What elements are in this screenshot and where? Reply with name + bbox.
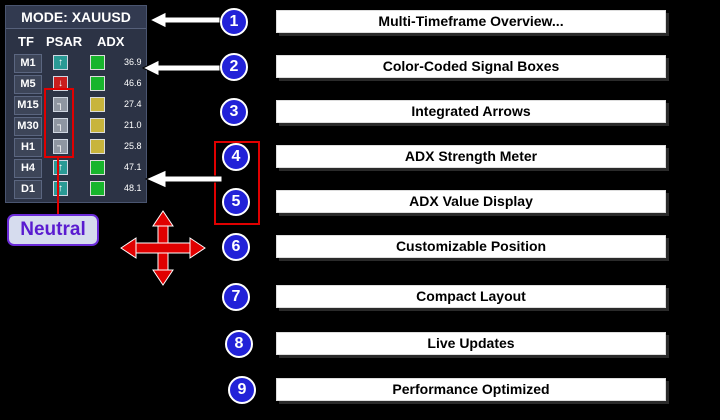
- arrow-to-adx-icon: [144, 169, 223, 189]
- feature-box-7: Compact Layout: [276, 285, 666, 308]
- tf-label: D1: [14, 180, 42, 199]
- number-badge-3: 3: [220, 98, 248, 126]
- number-badge-4: 4: [222, 143, 250, 171]
- feature-box-9: Performance Optimized: [276, 378, 666, 401]
- adx-weak-box: [90, 97, 105, 112]
- number-badge-6: 6: [222, 233, 250, 261]
- feature-box-8: Live Updates: [276, 332, 666, 355]
- adx-value: 48.1: [124, 183, 142, 193]
- adx-weak-box: [90, 118, 105, 133]
- tf-label: H4: [14, 159, 42, 178]
- number-badge-2: 2: [220, 53, 248, 81]
- adx-strong-box: [90, 160, 105, 175]
- adx-weak-box: [90, 139, 105, 154]
- arrow-to-mode-icon: [148, 11, 221, 29]
- feature-box-2: Color-Coded Signal Boxes: [276, 55, 666, 78]
- adx-value: 25.8: [124, 141, 142, 151]
- timeframe-row-m15: M15 ┐ 27.4: [6, 95, 146, 116]
- feature-box-3: Integrated Arrows: [276, 100, 666, 123]
- neutral-connector-line: [57, 158, 59, 214]
- timeframe-row-d1: D1 ↑ 48.1: [6, 179, 146, 200]
- adx-features-frame: [214, 141, 260, 225]
- adx-value: 47.1: [124, 162, 142, 172]
- number-badge-8: 8: [225, 330, 253, 358]
- adx-value: 36.9: [124, 57, 142, 67]
- tf-label: M15: [14, 96, 42, 115]
- feature-box-5: ADX Value Display: [276, 190, 666, 213]
- timeframe-row-h4: H4 ↑ 47.1: [6, 158, 146, 179]
- adx-value: 46.6: [124, 78, 142, 88]
- number-badge-1: 1: [220, 8, 248, 36]
- arrow-down-icon: ↓: [53, 76, 68, 91]
- feature-box-6: Customizable Position: [276, 235, 666, 258]
- adx-strong-box: [90, 55, 105, 70]
- feature-box-4: ADX Strength Meter: [276, 145, 666, 168]
- tf-label: H1: [14, 138, 42, 157]
- neutral-label: Neutral: [7, 214, 99, 246]
- tf-label: M1: [14, 54, 42, 73]
- column-tf: TF: [18, 34, 34, 49]
- column-headers: TF PSAR ADX: [6, 29, 146, 53]
- feature-box-1: Multi-Timeframe Overview...: [276, 10, 666, 33]
- timeframe-row-m5: M5 ↓ 46.6: [6, 74, 146, 95]
- arrow-up-icon: ↑: [53, 160, 68, 175]
- adx-value: 21.0: [124, 120, 142, 130]
- adx-strong-box: [90, 76, 105, 91]
- number-badge-5: 5: [222, 188, 250, 216]
- arrow-to-psar-icon: [141, 59, 221, 77]
- column-adx: ADX: [97, 34, 125, 49]
- neutral-icon: ┐: [53, 139, 68, 154]
- timeframe-row-m30: M30 ┐ 21.0: [6, 116, 146, 137]
- move-arrows-icon: [120, 210, 206, 286]
- neutral-icon: ┐: [53, 118, 68, 133]
- number-badge-9: 9: [228, 376, 256, 404]
- neutral-icon: ┐: [53, 97, 68, 112]
- arrow-up-icon: ↑: [53, 55, 68, 70]
- mode-title: MODE: XAUUSD: [6, 6, 146, 29]
- neutral-highlight-frame: [44, 88, 74, 158]
- arrow-up-icon: ↑: [53, 181, 68, 196]
- number-badge-7: 7: [222, 283, 250, 311]
- adx-strong-box: [90, 181, 105, 196]
- tf-label: M30: [14, 117, 42, 136]
- tf-label: M5: [14, 75, 42, 94]
- column-psar: PSAR: [46, 34, 83, 49]
- timeframe-row-h1: H1 ┐ 25.8: [6, 137, 146, 158]
- timeframe-row-m1: M1 ↑ 36.9: [6, 53, 146, 74]
- adx-value: 27.4: [124, 99, 142, 109]
